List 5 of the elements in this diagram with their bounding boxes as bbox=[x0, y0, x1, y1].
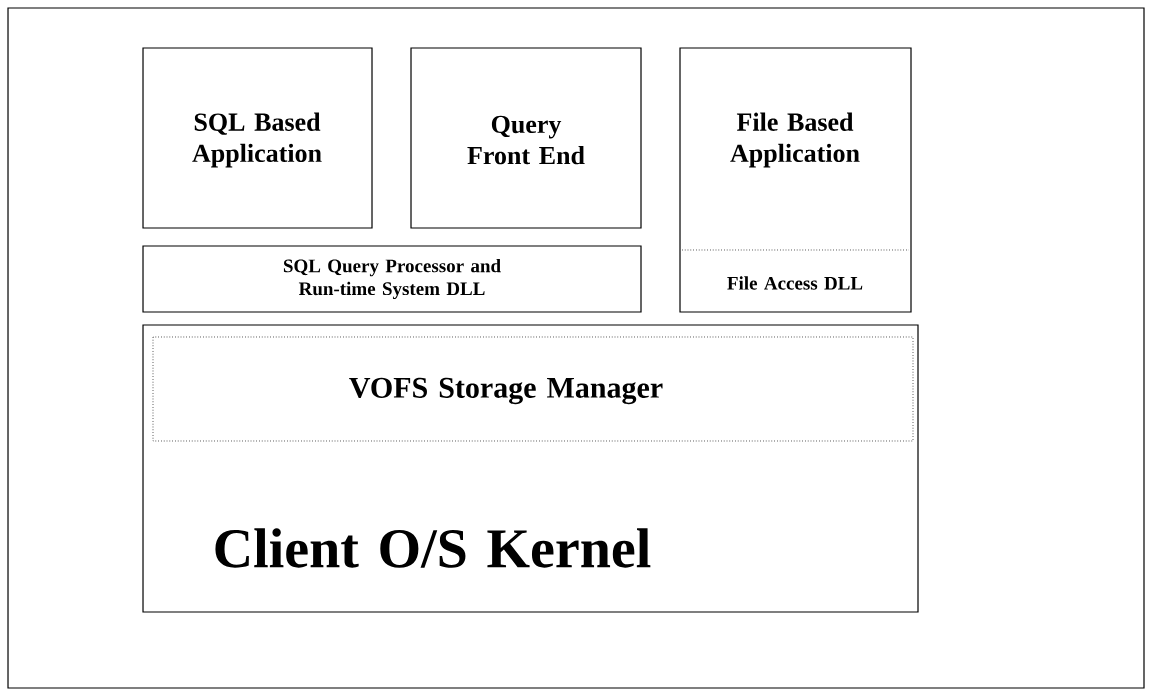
storage-manager-box: VOFS Storage Manager bbox=[152, 336, 914, 442]
application-box: SQL Based Application bbox=[142, 47, 373, 229]
dll-section: File Access DLL bbox=[681, 249, 910, 290]
dll-box: SQL Query Processor and Run-time System DLL bbox=[142, 245, 642, 313]
front-end-box: Query Front End bbox=[410, 47, 642, 229]
